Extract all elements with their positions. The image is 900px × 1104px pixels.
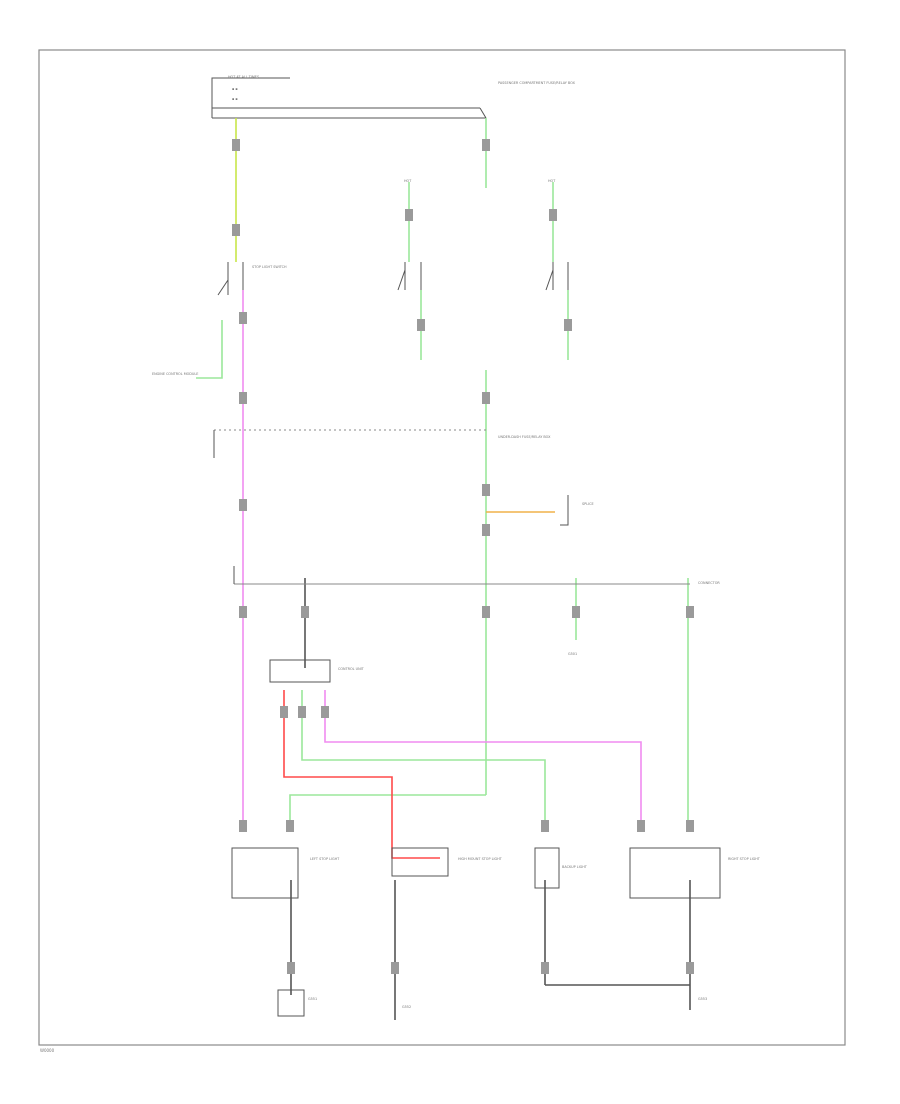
fuse-box-label: HOT AT ALL TIMES: [228, 75, 259, 79]
connector-mark: [280, 706, 288, 718]
junction1-label: UNDER-DASH FUSE/RELAY BOX: [498, 435, 551, 439]
connector-mark: [239, 392, 247, 404]
connector-mark: [298, 706, 306, 718]
ground-mid-label: G501: [568, 652, 577, 656]
splice-label: SPLICE: [582, 502, 594, 506]
connector-mark: [686, 606, 694, 618]
connector-mark: [239, 499, 247, 511]
footer-code: W0000: [40, 1048, 55, 1053]
right-switch: HOT: [545, 179, 569, 291]
fuse-label-a: ▪ ▪: [232, 87, 238, 91]
ground-right-label: G553: [698, 997, 707, 1001]
junction-box-2: CONNECTOR: [233, 566, 720, 585]
connector-mark: [637, 820, 645, 832]
fuse-relay-box: HOT AT ALL TIMES ▪ ▪ ▪ ▪ PASSENGER COMPA…: [211, 75, 576, 119]
connector-mark: [482, 392, 490, 404]
wire-red: [283, 690, 440, 859]
lamp-left-label: LEFT STOP LIGHT: [310, 857, 340, 861]
connector-mark: [549, 209, 557, 221]
left-switch-label: HOT: [404, 179, 412, 183]
fuse-label-b: ▪ ▪: [232, 97, 238, 101]
connector-mark: [686, 962, 694, 974]
junction-box-1: UNDER-DASH FUSE/RELAY BOX: [213, 429, 551, 458]
connector-mark: [482, 524, 490, 536]
connector-marks: [232, 139, 694, 974]
diagram-frame: [38, 49, 846, 1046]
connector-mark: [564, 319, 572, 331]
connector-mark: [482, 484, 490, 496]
stop-switch-label: STOP LIGHT SWITCH: [252, 265, 287, 269]
wire-green-left-lamp: [289, 794, 486, 830]
right-stop-lamp: RIGHT STOP LIGHT: [629, 847, 761, 899]
left-switch: HOT: [397, 179, 422, 291]
connector-mark: [232, 139, 240, 151]
lamp-center-label: BACKUP LIGHT: [562, 865, 588, 869]
left-stop-lamp: LEFT STOP LIGHT: [231, 847, 340, 899]
stop-light-switch: STOP LIGHT SWITCH: [217, 262, 287, 296]
wire-green-engine: [196, 320, 223, 379]
connector-mark: [686, 820, 694, 832]
ground-mid2: G552: [402, 1005, 411, 1009]
high-mount-lamp: HIGH MOUNT STOP LIGHT: [391, 847, 503, 877]
connector-mark: [239, 312, 247, 324]
connector-mark: [482, 139, 490, 151]
wire-green-control: [301, 690, 546, 830]
lamp-right-label: RIGHT STOP LIGHT: [728, 857, 761, 861]
connector-mark: [286, 820, 294, 832]
right-switch-label: HOT: [548, 179, 556, 183]
connector-mark: [482, 606, 490, 618]
connector-mark: [232, 224, 240, 236]
connector-mark: [417, 319, 425, 331]
control-unit-label: CONTROL UNIT: [338, 667, 365, 671]
lamp-mid-label: HIGH MOUNT STOP LIGHT: [458, 857, 503, 861]
connector-mark: [301, 606, 309, 618]
fuse-box-right-label: PASSENGER COMPARTMENT FUSE/RELAY BOX: [498, 81, 576, 85]
center-lamp: BACKUP LIGHT: [534, 847, 588, 889]
connector-mark: [541, 820, 549, 832]
ground-left-label: G551: [308, 997, 317, 1001]
ground-mid2-label: G552: [402, 1005, 411, 1009]
ground-left: G551: [277, 989, 317, 1017]
connector-mark: [239, 606, 247, 618]
connector-mark: [572, 606, 580, 618]
connector-mark: [321, 706, 329, 718]
connector-mark: [391, 962, 399, 974]
engine-module-label: ENGINE CONTROL MODULE: [152, 372, 198, 376]
connector-mark: [239, 820, 247, 832]
ground-right: G553: [698, 997, 707, 1001]
connector-mark: [405, 209, 413, 221]
control-unit: CONTROL UNIT: [269, 659, 365, 683]
connector-mark: [541, 962, 549, 974]
connector-mark: [287, 962, 295, 974]
junction2-label: CONNECTOR: [698, 581, 720, 585]
side-component: SPLICE: [560, 495, 594, 526]
